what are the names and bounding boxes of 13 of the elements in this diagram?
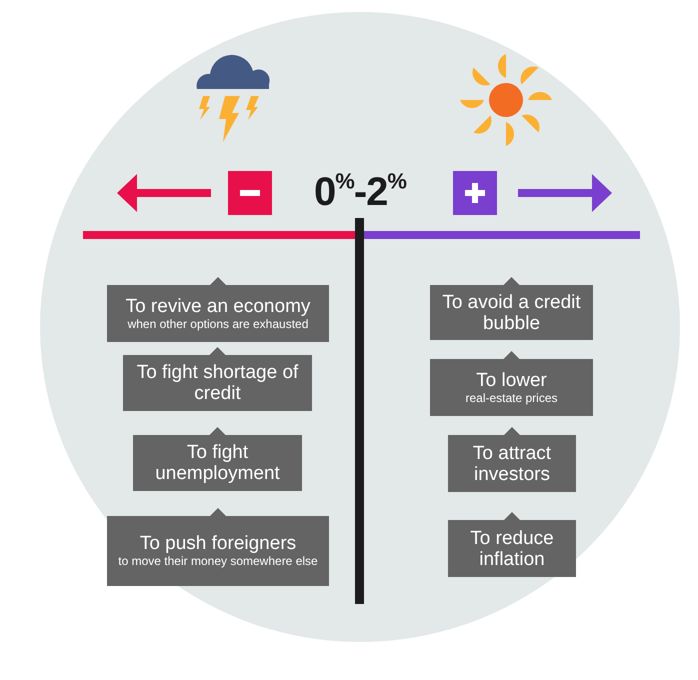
box-heading: To attract investors bbox=[472, 442, 552, 484]
box-subtext: real-estate prices bbox=[465, 390, 558, 406]
percent-range-label: 0$^{%}$-2$^{%}$ bbox=[313, 168, 408, 216]
box-heading: To revive an economy bbox=[126, 296, 310, 316]
reason-callout-box bbox=[107, 508, 329, 586]
box-heading: To fight unemployment bbox=[154, 442, 281, 484]
box-heading: To avoid a credit bubble bbox=[441, 292, 582, 334]
box-heading: To fight shortage of credit bbox=[136, 362, 300, 404]
box-heading: To push foreigners bbox=[140, 533, 296, 554]
box-heading: To lower bbox=[476, 370, 547, 390]
box-subtext: when other options are exhausted bbox=[128, 316, 308, 332]
box-heading: To reduce inflation bbox=[469, 528, 555, 570]
box-subtext: to move their money somewhere else bbox=[118, 554, 318, 569]
